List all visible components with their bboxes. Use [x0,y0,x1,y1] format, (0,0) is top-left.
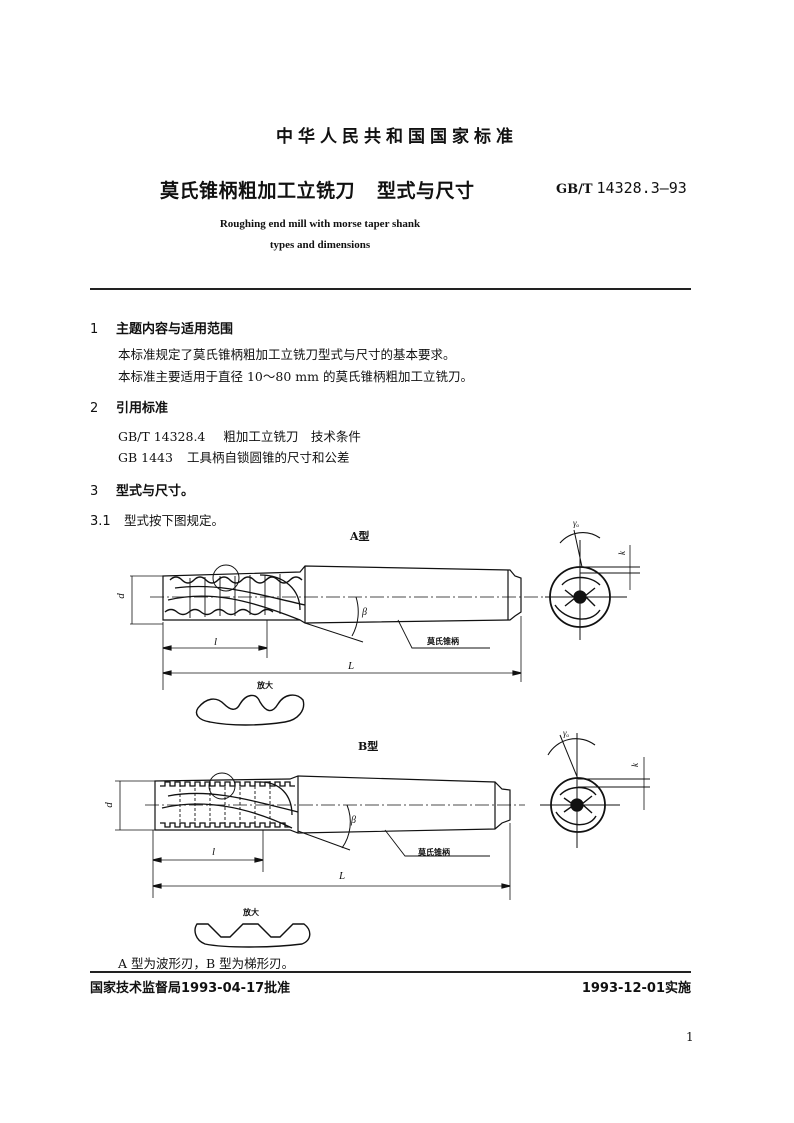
figure-a-angle-beta: β [362,607,367,618]
issuing-country-standard-header: 中华人民共和国国家标准 [276,127,518,147]
section-text: 型式按下图规定。 [124,513,225,528]
figure-note: A 型为波形刃，B 型为梯形刃。 [118,956,295,971]
reference-code: GB/T 14328.4 [118,429,206,444]
implementation-date: 1993-12-01实施 [581,981,691,996]
figure-a-rake-angle: γₒ [573,518,580,528]
reference-item: GB/T 14328.4 粗加工立铣刀 技术条件 [118,426,361,445]
section-number: 3.1 [90,514,111,529]
figure-b-dim-k: k [630,763,640,767]
section-number: 2 [90,401,99,416]
section-1-paragraph-1: 本标准规定了莫氏锥柄粗加工立铣刀型式与尺寸的基本要求。 [118,347,456,362]
section-number: 3 [90,484,99,499]
reference-title: 粗加工立铣刀 技术条件 [223,429,361,444]
reference-item: GB 1443 工具柄自锁圆锥的尺寸和公差 [118,447,349,466]
figure-b-shank-label: 莫氏锥柄 [418,848,450,857]
header-divider [90,288,691,290]
section-2-heading: 2 引用标准 [90,397,168,416]
section-title: 主题内容与适用范围 [116,322,234,337]
document-title-en-line2: types and dimensions [269,239,371,251]
figure-b-angle-beta: β [351,815,356,826]
figure-b-dim-l: l [212,846,216,858]
figure-b-dim-L: L [339,870,346,882]
figure-a-dim-L: L [348,660,355,672]
page-number: 1 [686,1030,694,1044]
footer-divider [90,971,691,973]
section-number: 1 [90,322,99,337]
figure-b-caption: B型 [358,740,379,753]
title-main: 莫氏锥柄粗加工立铣刀 [160,180,356,202]
subsection-3-1: 3.1 型式按下图规定。 [90,510,224,529]
title-sub: 型式与尺寸 [377,180,475,202]
approval-statement: 国家技术监督局1993-04-17批准 [90,981,291,996]
reference-title: 工具柄自锁圆锥的尺寸和公差 [186,450,350,465]
section-title: 型式与尺寸。 [116,484,195,499]
section-title: 引用标准 [116,401,169,416]
figure-a-enlarged-label: 放大 [257,681,273,690]
section-3-heading: 3 型式与尺寸。 [90,480,194,499]
section-1-paragraph-2: 本标准主要适用于直径 10～80 mm 的莫氏锥柄粗加工立铣刀。 [118,369,473,384]
figure-b-rake-angle: γₒ [563,728,570,738]
figure-a-caption: A型 [350,530,370,543]
section-1-heading: 1 主题内容与适用范围 [90,318,233,337]
standard-prefix: GB/T [556,182,593,197]
figure-b-enlarged-label: 放大 [243,908,259,917]
standard-code: 14328.3—93 [596,179,687,197]
figure-a-dim-l: l [214,636,218,648]
figure-a-shank-label: 莫氏锥柄 [427,637,459,646]
reference-code: GB 1443 [118,450,173,465]
document-title-cn: 莫氏锥柄粗加工立铣刀型式与尺寸 [160,176,475,203]
document-title-en-line1: Roughing end mill with morse taper shank [219,218,421,230]
